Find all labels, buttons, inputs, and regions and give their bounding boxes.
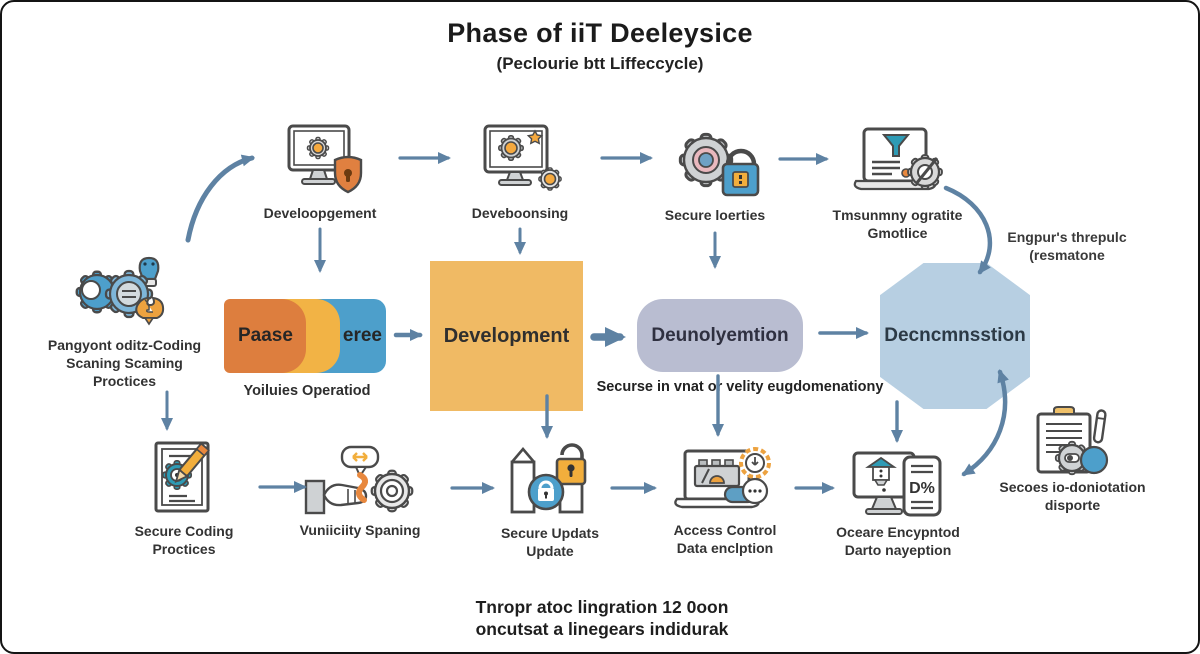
- development-label: Development: [443, 324, 570, 347]
- node-label-line1: Pangyont oditz-Coding: [47, 337, 202, 353]
- page-subtitle: (Peclourie btt Liffeccycle): [496, 54, 704, 73]
- node-label-line1: Access Control: [673, 522, 777, 538]
- monitor-gears-icon: [483, 124, 562, 191]
- node-label-line2: Gmotlice: [867, 224, 928, 241]
- node-access-control[interactable]: Access Control Data enclption: [635, 443, 815, 558]
- doc-percent-text: D%: [909, 480, 935, 497]
- node-pangyont[interactable]: Pangyont oditz-Coding Scaning Scaming Pr…: [32, 252, 217, 391]
- phase-striped-block[interactable]: Paase eree: [224, 299, 386, 373]
- node-secoes[interactable]: Secoes io-doniotation disporte: [980, 404, 1165, 515]
- node-label-line2: Proctices: [152, 540, 216, 557]
- node-secure-loerties[interactable]: Secure loerties: [630, 124, 800, 225]
- monitor-shield-icon: [287, 124, 362, 194]
- gear-lock-icon: [678, 132, 759, 197]
- development-box[interactable]: Development: [430, 261, 583, 411]
- node-label-line2: Data enclption: [676, 539, 774, 556]
- monitor-card-icon: D%: [852, 451, 942, 517]
- side-note: Engpur's threpulc (resmatone: [987, 228, 1147, 264]
- node-label-line2: Update: [526, 542, 574, 559]
- side-note-line1: Engpur's threpulc: [1007, 229, 1127, 245]
- node-vuniiciity[interactable]: Vuniiciity Spaning: [270, 445, 450, 540]
- node-label: Develoopgement: [263, 205, 377, 221]
- hand-gear-icon: [304, 445, 414, 515]
- node-secure-coding[interactable]: Secure Coding Proctices: [104, 440, 264, 559]
- caption-line2: oncutsat a linegears indidurak: [475, 618, 729, 639]
- package-locks-icon: [510, 443, 587, 514]
- flow-note: Securse in vnat or velity eugdomenationy: [596, 379, 884, 395]
- laptop-funnel-gear-icon: [853, 127, 943, 191]
- node-label-line2: Scaning Scaming: [66, 354, 183, 371]
- node-label-line2: disporte: [1044, 496, 1101, 513]
- clipboard-gear-icon: [1036, 406, 1108, 476]
- node-label-line1: Secoes io-doniotation: [999, 479, 1146, 495]
- side-note-line2: (resmatone: [1029, 247, 1105, 264]
- deployment-label: Deunolyemtion: [651, 324, 789, 346]
- node-label: Secure loerties: [664, 207, 766, 223]
- node-oceare[interactable]: D% Oceare Encypntod Darto nayeption: [808, 445, 988, 560]
- phase-left-text: Paase: [238, 325, 293, 346]
- node-secure-updats[interactable]: Secure Updats Update: [460, 438, 640, 561]
- phase-caption: Yoiluies Operatiod: [243, 383, 371, 399]
- node-deveboonsing[interactable]: Deveboonsing: [435, 122, 605, 223]
- node-tmsunmny[interactable]: Tmsunmny ogratite Gmotlice: [810, 126, 985, 243]
- node-label-line2: Darto nayeption: [844, 541, 952, 558]
- phase-right-text: eree: [342, 325, 382, 346]
- node-label-line1: Oceare Encypntod: [836, 524, 960, 540]
- page-title: Phase of iiT Deeleysice: [447, 18, 753, 48]
- decommission-label: Decncmnsstion: [884, 325, 1026, 346]
- node-label-line1: Vuniiciity Spaning: [299, 522, 421, 538]
- node-label: Deveboonsing: [471, 205, 569, 221]
- phase-segment-orange: [224, 299, 306, 373]
- caption-line1: Tnropr atoc lingration 12 0oon: [475, 597, 729, 617]
- node-label-line3: Proctices: [92, 372, 157, 389]
- decommission-octagon[interactable]: Decncmnsstion: [880, 263, 1030, 409]
- deployment-box[interactable]: Deunolyemtion: [637, 299, 803, 372]
- bottom-caption: Tnropr atoc lingration 12 0oon oncutsat …: [382, 597, 822, 641]
- laptop-clock-icon: [674, 447, 771, 509]
- gears-tool-icon: [75, 256, 165, 326]
- node-develoopgement[interactable]: Develoopgement: [235, 122, 405, 223]
- document-pencil-gear-icon: [154, 441, 210, 513]
- node-label-line1: Secure Updats: [500, 525, 600, 541]
- node-label-line1: Secure Coding: [134, 523, 234, 539]
- node-label-line1: Tmsunmny ogratite: [832, 207, 963, 223]
